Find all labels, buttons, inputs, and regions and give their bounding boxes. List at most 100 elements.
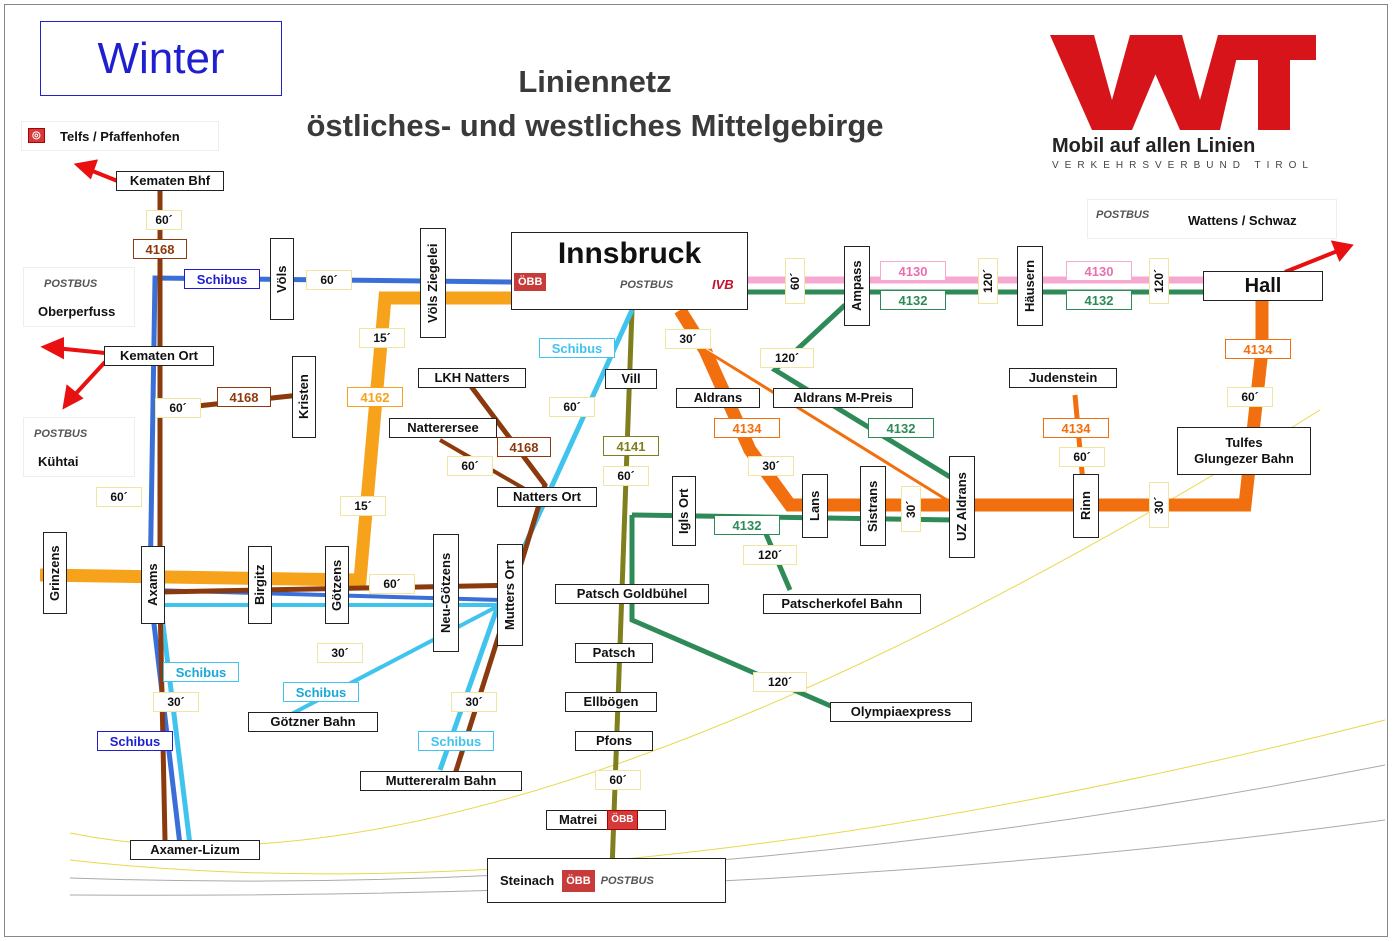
- freq-label: 120´: [760, 348, 814, 368]
- freq-label: 15´: [340, 496, 386, 516]
- stop-rinn: Rinn: [1073, 474, 1099, 538]
- title-line1: Liniennetz: [518, 64, 672, 99]
- label-4134: 4134: [1043, 418, 1109, 438]
- freq-label: 30´: [901, 486, 921, 532]
- freq-label: 30´: [317, 643, 363, 663]
- stop-aldrans: Aldrans: [676, 388, 760, 408]
- dest-telfs-label: Telfs / Pfaffenhofen: [60, 129, 180, 144]
- arrow-head: [1330, 240, 1354, 262]
- postbus-logo: POSTBUS: [34, 428, 88, 440]
- stop-patscherkofel: Patscherkofel Bahn: [763, 594, 921, 614]
- freq-label: 60´: [1059, 447, 1105, 467]
- label-4134: 4134: [1225, 339, 1291, 359]
- hub-name: Innsbruck: [557, 237, 702, 270]
- freq-label: 60´: [1227, 387, 1273, 407]
- logo-v1: [1050, 35, 1172, 130]
- postbus-logo: POSTBUS: [44, 278, 98, 290]
- stop-neu-goetzens: Neu-Götzens: [433, 534, 459, 652]
- stop-ampass: Ampass: [844, 246, 870, 326]
- label-4132: 4132: [868, 418, 934, 438]
- freq-label: 60´: [603, 466, 649, 486]
- line-4134-mpreis: [704, 348, 956, 507]
- decor-arc: [69, 819, 1386, 896]
- vvt-logo-mark: [1050, 35, 1316, 130]
- dest-steinach-label: Steinach: [500, 872, 555, 888]
- label-4130: 4130: [880, 261, 946, 281]
- logo-v2: [1138, 35, 1242, 130]
- freq-label: 30´: [153, 692, 199, 712]
- arrow-wattens: [1284, 248, 1341, 274]
- logo-subtitle: VERKEHRSVERBUND TIROL: [1052, 160, 1314, 171]
- arrow-head: [62, 384, 84, 410]
- freq-label: 60´: [447, 456, 493, 476]
- oebb-icon: ◎: [28, 128, 45, 143]
- logo-t: [1232, 35, 1316, 130]
- freq-label: 30´: [1149, 482, 1169, 528]
- freq-label: 60´: [549, 397, 595, 417]
- postbus-logo: POSTBUS: [600, 874, 654, 887]
- label-4132: 4132: [1066, 290, 1132, 310]
- hub-oebb: ÖBB: [514, 273, 547, 291]
- stop-pfons: Pfons: [575, 731, 653, 751]
- stop-lkh-natters: LKH Natters: [418, 368, 526, 388]
- stop-axams: Axams: [141, 546, 165, 624]
- stop-goetzner-bahn: Götzner Bahn: [248, 712, 378, 732]
- dest-oberperfuss-label: Oberperfuss: [38, 304, 116, 319]
- stop-patsch-goldbuehel: Patsch Goldbühel: [555, 584, 709, 604]
- logo-tagline: Mobil auf allen Linien: [1052, 135, 1256, 157]
- line-gap: [699, 344, 956, 501]
- stop-muttereralm: Muttereralm Bahn: [360, 771, 522, 791]
- freq-label: 60´: [155, 398, 201, 418]
- label-schibus: Schibus: [283, 682, 359, 702]
- postbus-logo: POSTBUS: [1096, 209, 1150, 221]
- dest-wattens: POSTBUS Wattens / Schwaz: [1088, 200, 1336, 238]
- stop-tulfes: Tulfes Glungezer Bahn: [1177, 427, 1311, 475]
- line-4162: [39, 291, 511, 587]
- label-4130: 4130: [1066, 261, 1132, 281]
- freq-label: 60´: [96, 487, 142, 507]
- stop-uz-aldrans: UZ Aldrans: [949, 456, 975, 558]
- freq-label: 60´: [146, 210, 182, 230]
- stop-natters-ort: Natters Ort: [497, 487, 597, 507]
- stop-natterersee: Natterersee: [389, 418, 497, 438]
- stop-aldrans-mpreis: Aldrans M-Preis: [773, 388, 913, 408]
- label-4168: 4168: [497, 437, 551, 457]
- freq-label: 30´: [665, 329, 711, 349]
- stop-voels-ziegelei: Völs Ziegelei: [420, 228, 446, 338]
- freq-label: 60´: [369, 574, 415, 594]
- label-4141: 4141: [603, 436, 659, 456]
- hub-postbus: POSTBUS: [620, 279, 674, 291]
- dest-wattens-label: Wattens / Schwaz: [1188, 213, 1297, 228]
- freq-label: 60´: [595, 770, 641, 790]
- label-4132: 4132: [880, 290, 946, 310]
- label-4162: 4162: [347, 387, 403, 407]
- stop-haeusern: Häusern: [1017, 246, 1043, 326]
- stop-lans: Lans: [802, 474, 828, 538]
- stop-matrei-label: Matrei: [559, 812, 598, 827]
- dest-oberperfuss: POSTBUS Oberperfuss: [24, 268, 134, 326]
- season-label: Winter: [40, 21, 282, 96]
- map-frame: [4, 4, 1388, 937]
- freq-label: 60´: [785, 258, 805, 304]
- hub-ivb: IVB: [712, 277, 734, 292]
- stop-igls-ort: Igls Ort: [672, 476, 696, 546]
- stop-grinzens: Grinzens: [43, 532, 67, 614]
- freq-label: 60´: [306, 270, 352, 290]
- label-schibus: Schibus: [97, 731, 173, 751]
- label-schibus: Schibus: [184, 269, 260, 289]
- oebb-icon: ÖBB: [607, 810, 638, 830]
- decor-arc: [69, 764, 1386, 882]
- label-4168: 4168: [133, 239, 187, 259]
- stop-judenstein: Judenstein: [1009, 368, 1117, 388]
- freq-label: 120´: [743, 545, 797, 565]
- stop-hall: Hall: [1203, 271, 1323, 301]
- stop-matrei: Matrei ÖBB: [546, 810, 666, 830]
- line-schibus-cyan-b: [157, 599, 193, 846]
- label-schibus: Schibus: [418, 731, 494, 751]
- freq-label: 120´: [1149, 258, 1169, 304]
- stop-axamer-lizum: Axamer-Lizum: [130, 840, 260, 860]
- stop-goetzens: Götzens: [325, 546, 349, 624]
- oebb-logo: ÖBB: [562, 869, 595, 892]
- label-schibus: Schibus: [539, 338, 615, 358]
